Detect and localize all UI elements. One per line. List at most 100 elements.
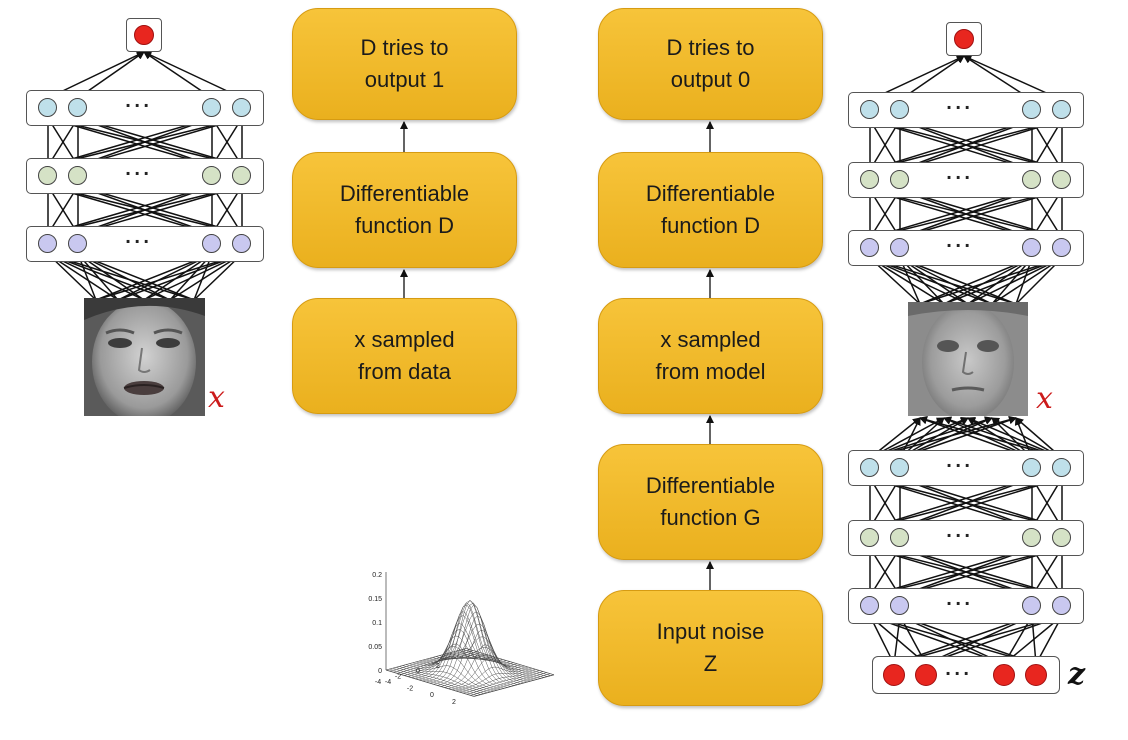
- noise-node: [1025, 664, 1047, 686]
- output-node: [954, 29, 974, 49]
- z-variable: z: [1068, 657, 1086, 692]
- input-noise-z-box: Input noise Z: [598, 590, 823, 706]
- neuron-node: [860, 458, 879, 477]
- output-node: [134, 25, 154, 45]
- neuron-node: [1022, 528, 1041, 547]
- neuron-node: [860, 596, 879, 615]
- right-gen-hidden-mid: [848, 520, 1084, 556]
- neuron-node: [232, 98, 251, 117]
- neuron-node: [1052, 170, 1071, 189]
- neuron-node: [860, 238, 879, 257]
- svg-text:0.15: 0.15: [368, 596, 382, 603]
- neuron-node: [1022, 238, 1041, 257]
- svg-text:-2: -2: [395, 674, 401, 681]
- neuron-node: [890, 238, 909, 257]
- x-variable-left: x: [208, 380, 225, 415]
- x-sampled-from-model-box: x sampled from model: [598, 298, 823, 414]
- x-variable-right: x: [1036, 381, 1053, 416]
- ellipsis: ···: [125, 164, 153, 183]
- svg-text:0: 0: [430, 692, 434, 699]
- neuron-node: [1052, 100, 1071, 119]
- neuron-node: [890, 596, 909, 615]
- left-hidden-layer-top: [26, 90, 264, 126]
- network-edge: [899, 118, 1063, 171]
- noise-node: [993, 664, 1015, 686]
- neuron-node: [202, 234, 221, 253]
- neuron-node: [890, 458, 909, 477]
- right-gen-hidden-top: [848, 450, 1084, 486]
- neuron-node: [1022, 596, 1041, 615]
- neuron-node: [1022, 170, 1041, 189]
- neuron-node: [1052, 458, 1071, 477]
- network-edge: [869, 475, 1063, 529]
- neuron-node: [1052, 528, 1071, 547]
- neuron-node: [890, 528, 909, 547]
- svg-text:-4: -4: [385, 679, 391, 686]
- ellipsis: ···: [945, 664, 973, 683]
- ellipsis: ···: [946, 526, 974, 545]
- svg-text:2: 2: [436, 663, 440, 670]
- neuron-node: [202, 166, 221, 185]
- network-edge: [869, 118, 1033, 171]
- neuron-node: [890, 170, 909, 189]
- flow-arrows: [400, 121, 714, 590]
- neuron-node: [1052, 238, 1071, 257]
- network-edge: [869, 477, 901, 529]
- ellipsis: ···: [946, 98, 974, 117]
- network-edge: [1031, 119, 1063, 171]
- svg-text:0: 0: [416, 668, 420, 675]
- network-edge: [869, 119, 901, 171]
- neuron-node: [38, 166, 57, 185]
- differentiable-function-g-box: Differentiable function G: [598, 444, 823, 560]
- left-input-layer: [26, 226, 264, 262]
- right-disc-hidden-top: [848, 92, 1084, 128]
- neuron-node: [860, 528, 879, 547]
- neuron-node: [860, 170, 879, 189]
- neuron-node: [1022, 100, 1041, 119]
- svg-text:0: 0: [378, 668, 382, 675]
- left-hidden-layer-mid: [26, 158, 264, 194]
- neuron-node: [68, 166, 87, 185]
- neuron-node: [232, 234, 251, 253]
- ellipsis: ···: [946, 456, 974, 475]
- neuron-node: [38, 98, 57, 117]
- neuron-node: [232, 166, 251, 185]
- right-gen-hidden-bottom: [848, 588, 1084, 624]
- network-edge: [1031, 477, 1063, 529]
- ellipsis: ···: [125, 96, 153, 115]
- plot-mesh: [385, 600, 555, 697]
- svg-text:0.05: 0.05: [368, 644, 382, 651]
- neuron-node: [38, 234, 57, 253]
- gaussian-surface-plot: 0.2 0.15 0.1 0.05 0 2 0 -2 -4 -4 -2 0 2: [368, 572, 555, 706]
- x-sampled-from-data-box: x sampled from data: [292, 298, 517, 414]
- differentiable-function-d-right-box: Differentiable function D: [598, 152, 823, 268]
- neuron-node: [1022, 458, 1041, 477]
- ellipsis: ···: [946, 594, 974, 613]
- ellipsis: ···: [125, 232, 153, 251]
- neuron-node: [860, 100, 879, 119]
- network-edge: [869, 117, 1063, 171]
- svg-text:0.2: 0.2: [372, 572, 382, 579]
- plot-tick-labels: 0.2 0.15 0.1 0.05 0 2 0 -2 -4 -4 -2 0 2: [368, 572, 456, 706]
- left-output-node-box: [126, 18, 162, 52]
- neuron-node: [202, 98, 221, 117]
- right-disc-hidden-mid: [848, 162, 1084, 198]
- neuron-node: [1052, 596, 1071, 615]
- svg-text:2: 2: [452, 699, 456, 706]
- real-face-image: [84, 298, 205, 416]
- ellipsis: ···: [946, 236, 974, 255]
- d-tries-output-0-box: D tries to output 0: [598, 8, 823, 120]
- svg-text:-4: -4: [375, 679, 381, 686]
- right-disc-input: [848, 230, 1084, 266]
- right-output-node-box: [946, 22, 982, 56]
- svg-text:0.1: 0.1: [372, 620, 382, 627]
- ellipsis: ···: [946, 168, 974, 187]
- neuron-node: [68, 98, 87, 117]
- svg-text:-2: -2: [407, 686, 413, 693]
- network-edge: [869, 476, 1033, 529]
- neuron-node: [890, 100, 909, 119]
- neuron-node: [68, 234, 87, 253]
- noise-node: [915, 664, 937, 686]
- d-tries-output-1-box: D tries to output 1: [292, 8, 517, 120]
